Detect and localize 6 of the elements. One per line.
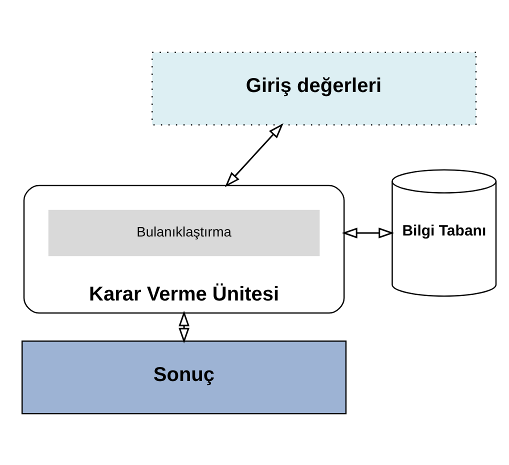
node-box: Giriş değerleri <box>151 51 476 125</box>
node-box: Bulanıklaştırma <box>48 209 320 256</box>
arrow <box>178 310 189 343</box>
node-box: Sonuç <box>21 340 346 414</box>
arrow <box>224 122 283 187</box>
arrow <box>341 227 394 238</box>
